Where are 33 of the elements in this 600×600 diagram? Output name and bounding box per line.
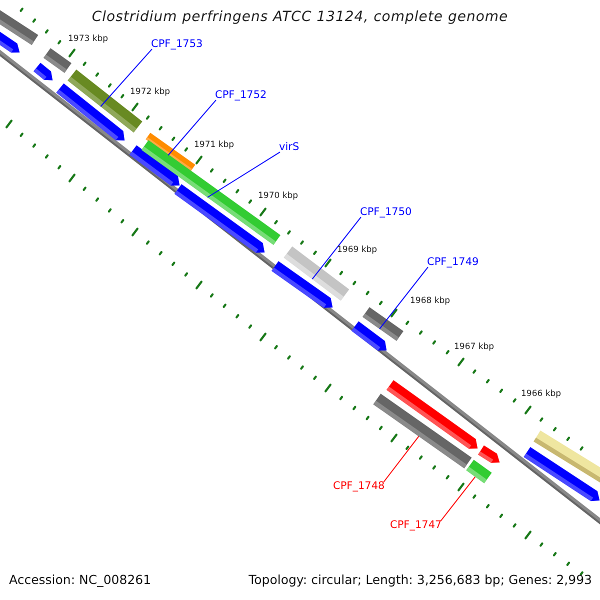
scale-label: 1967 kbp — [454, 343, 494, 353]
scale-label: 1973 kbp — [68, 35, 108, 45]
scale-label: 1968 kbp — [410, 297, 450, 307]
gene-feature — [386, 380, 478, 449]
gene-label: CPF_1753 — [151, 38, 203, 50]
scale-label: 1972 kbp — [130, 88, 170, 98]
accession-label: Accession: NC_008261 — [9, 573, 152, 588]
gene-bar — [466, 460, 492, 484]
genome-info-label: Topology: circular; Length: 3,256,683 bp; Genes: 2,993 — [248, 573, 592, 588]
gene-feature — [34, 62, 53, 80]
scale-label: 1971 kbp — [194, 141, 234, 151]
leader-line — [168, 100, 216, 156]
leader-line — [440, 476, 476, 522]
gene-label: CPF_1749 — [427, 256, 479, 268]
leader-line — [383, 436, 420, 482]
gene-bar — [362, 307, 404, 341]
scale-label: 1970 kbp — [258, 192, 298, 202]
gene-bar — [44, 48, 72, 73]
gene-label: virS — [279, 141, 300, 154]
scale-label: 1966 kbp — [521, 390, 562, 400]
gene-label: CPF_1752 — [215, 89, 267, 102]
gene-label: CPF_1750 — [360, 206, 412, 218]
gene-feature — [478, 445, 500, 463]
gene-label: CPF_1747 — [390, 519, 442, 532]
scale-label: 1969 kbp — [337, 246, 378, 256]
gene-feature — [0, 30, 20, 53]
gene-label: CPF_1748 — [333, 480, 385, 492]
leader-line — [312, 216, 362, 280]
gene-bar — [534, 430, 600, 484]
leader-line — [100, 48, 152, 107]
title: Clostridium perfringens ATCC 13124, complete genome — [90, 9, 510, 26]
leader-line — [207, 152, 280, 198]
leader-line — [379, 266, 428, 330]
